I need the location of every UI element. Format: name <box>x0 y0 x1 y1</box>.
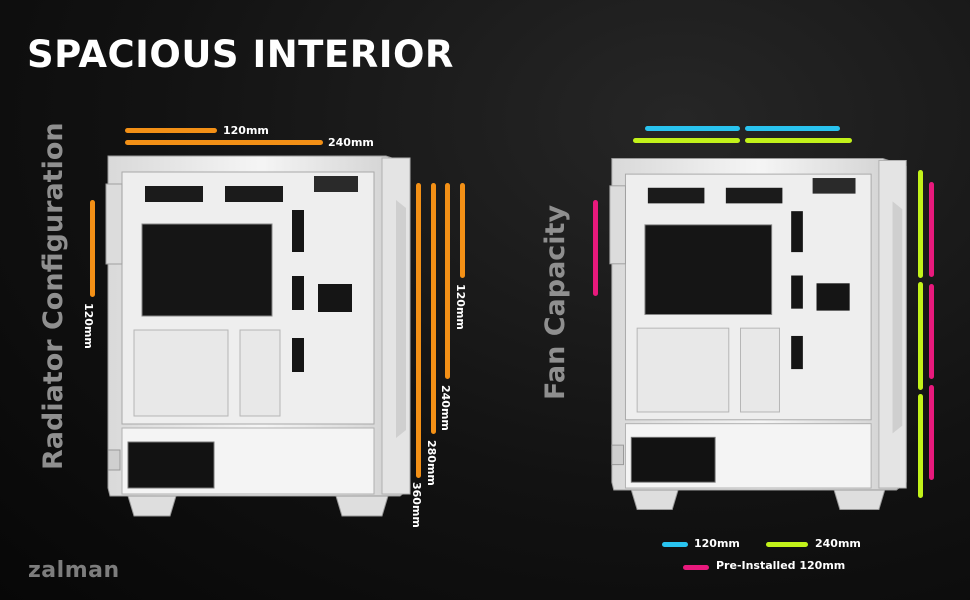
radiator-top-240-bar <box>125 140 323 145</box>
radiator-front-280-bar <box>431 183 436 434</box>
pc-case-illustration-right <box>609 158 907 510</box>
legend-120-label: 120mm <box>694 537 740 550</box>
radiator-front-240-label: 240mm <box>439 385 452 431</box>
radiator-front-280-label: 280mm <box>425 440 438 486</box>
radiator-front-120-bar <box>460 183 465 278</box>
fan-top-240-bar-2 <box>745 138 852 143</box>
fan-front-240-bar-3 <box>918 394 923 498</box>
fan-top-240-bar-1 <box>633 138 740 143</box>
legend-preinstalled-swatch <box>683 565 709 570</box>
legend-240-label: 240mm <box>815 537 861 550</box>
page-title: SPACIOUS INTERIOR <box>27 33 454 76</box>
fan-capacity-title: Fan Capacity <box>540 204 571 400</box>
radiator-top-120-label: 120mm <box>223 124 269 137</box>
radiator-rear-120-bar <box>90 200 95 297</box>
radiator-configuration-title: Radiator Configuration <box>38 122 69 470</box>
fan-front-preinstalled-bar-2 <box>929 284 934 379</box>
fan-front-preinstalled-bar-3 <box>929 385 934 480</box>
fan-front-240-bar-2 <box>918 282 923 390</box>
fan-front-240-bar-1 <box>918 170 923 278</box>
fan-front-preinstalled-bar-1 <box>929 182 934 277</box>
radiator-front-240-bar <box>445 183 450 379</box>
brand-logo: zalman <box>28 558 120 583</box>
pc-case-illustration-left <box>105 155 411 517</box>
legend-240-swatch <box>766 542 808 547</box>
fan-rear-preinstalled-bar <box>593 200 598 296</box>
radiator-front-360-bar <box>416 183 421 478</box>
fan-top-120-bar-1 <box>645 126 740 131</box>
radiator-rear-120-label: 120mm <box>82 303 95 349</box>
radiator-top-120-bar <box>125 128 217 133</box>
fan-top-120-bar-2 <box>745 126 840 131</box>
legend-120-swatch <box>662 542 688 547</box>
legend-preinstalled-label: Pre-Installed 120mm <box>716 559 846 572</box>
radiator-top-240-label: 240mm <box>328 136 374 149</box>
radiator-front-120-label: 120mm <box>454 284 467 330</box>
